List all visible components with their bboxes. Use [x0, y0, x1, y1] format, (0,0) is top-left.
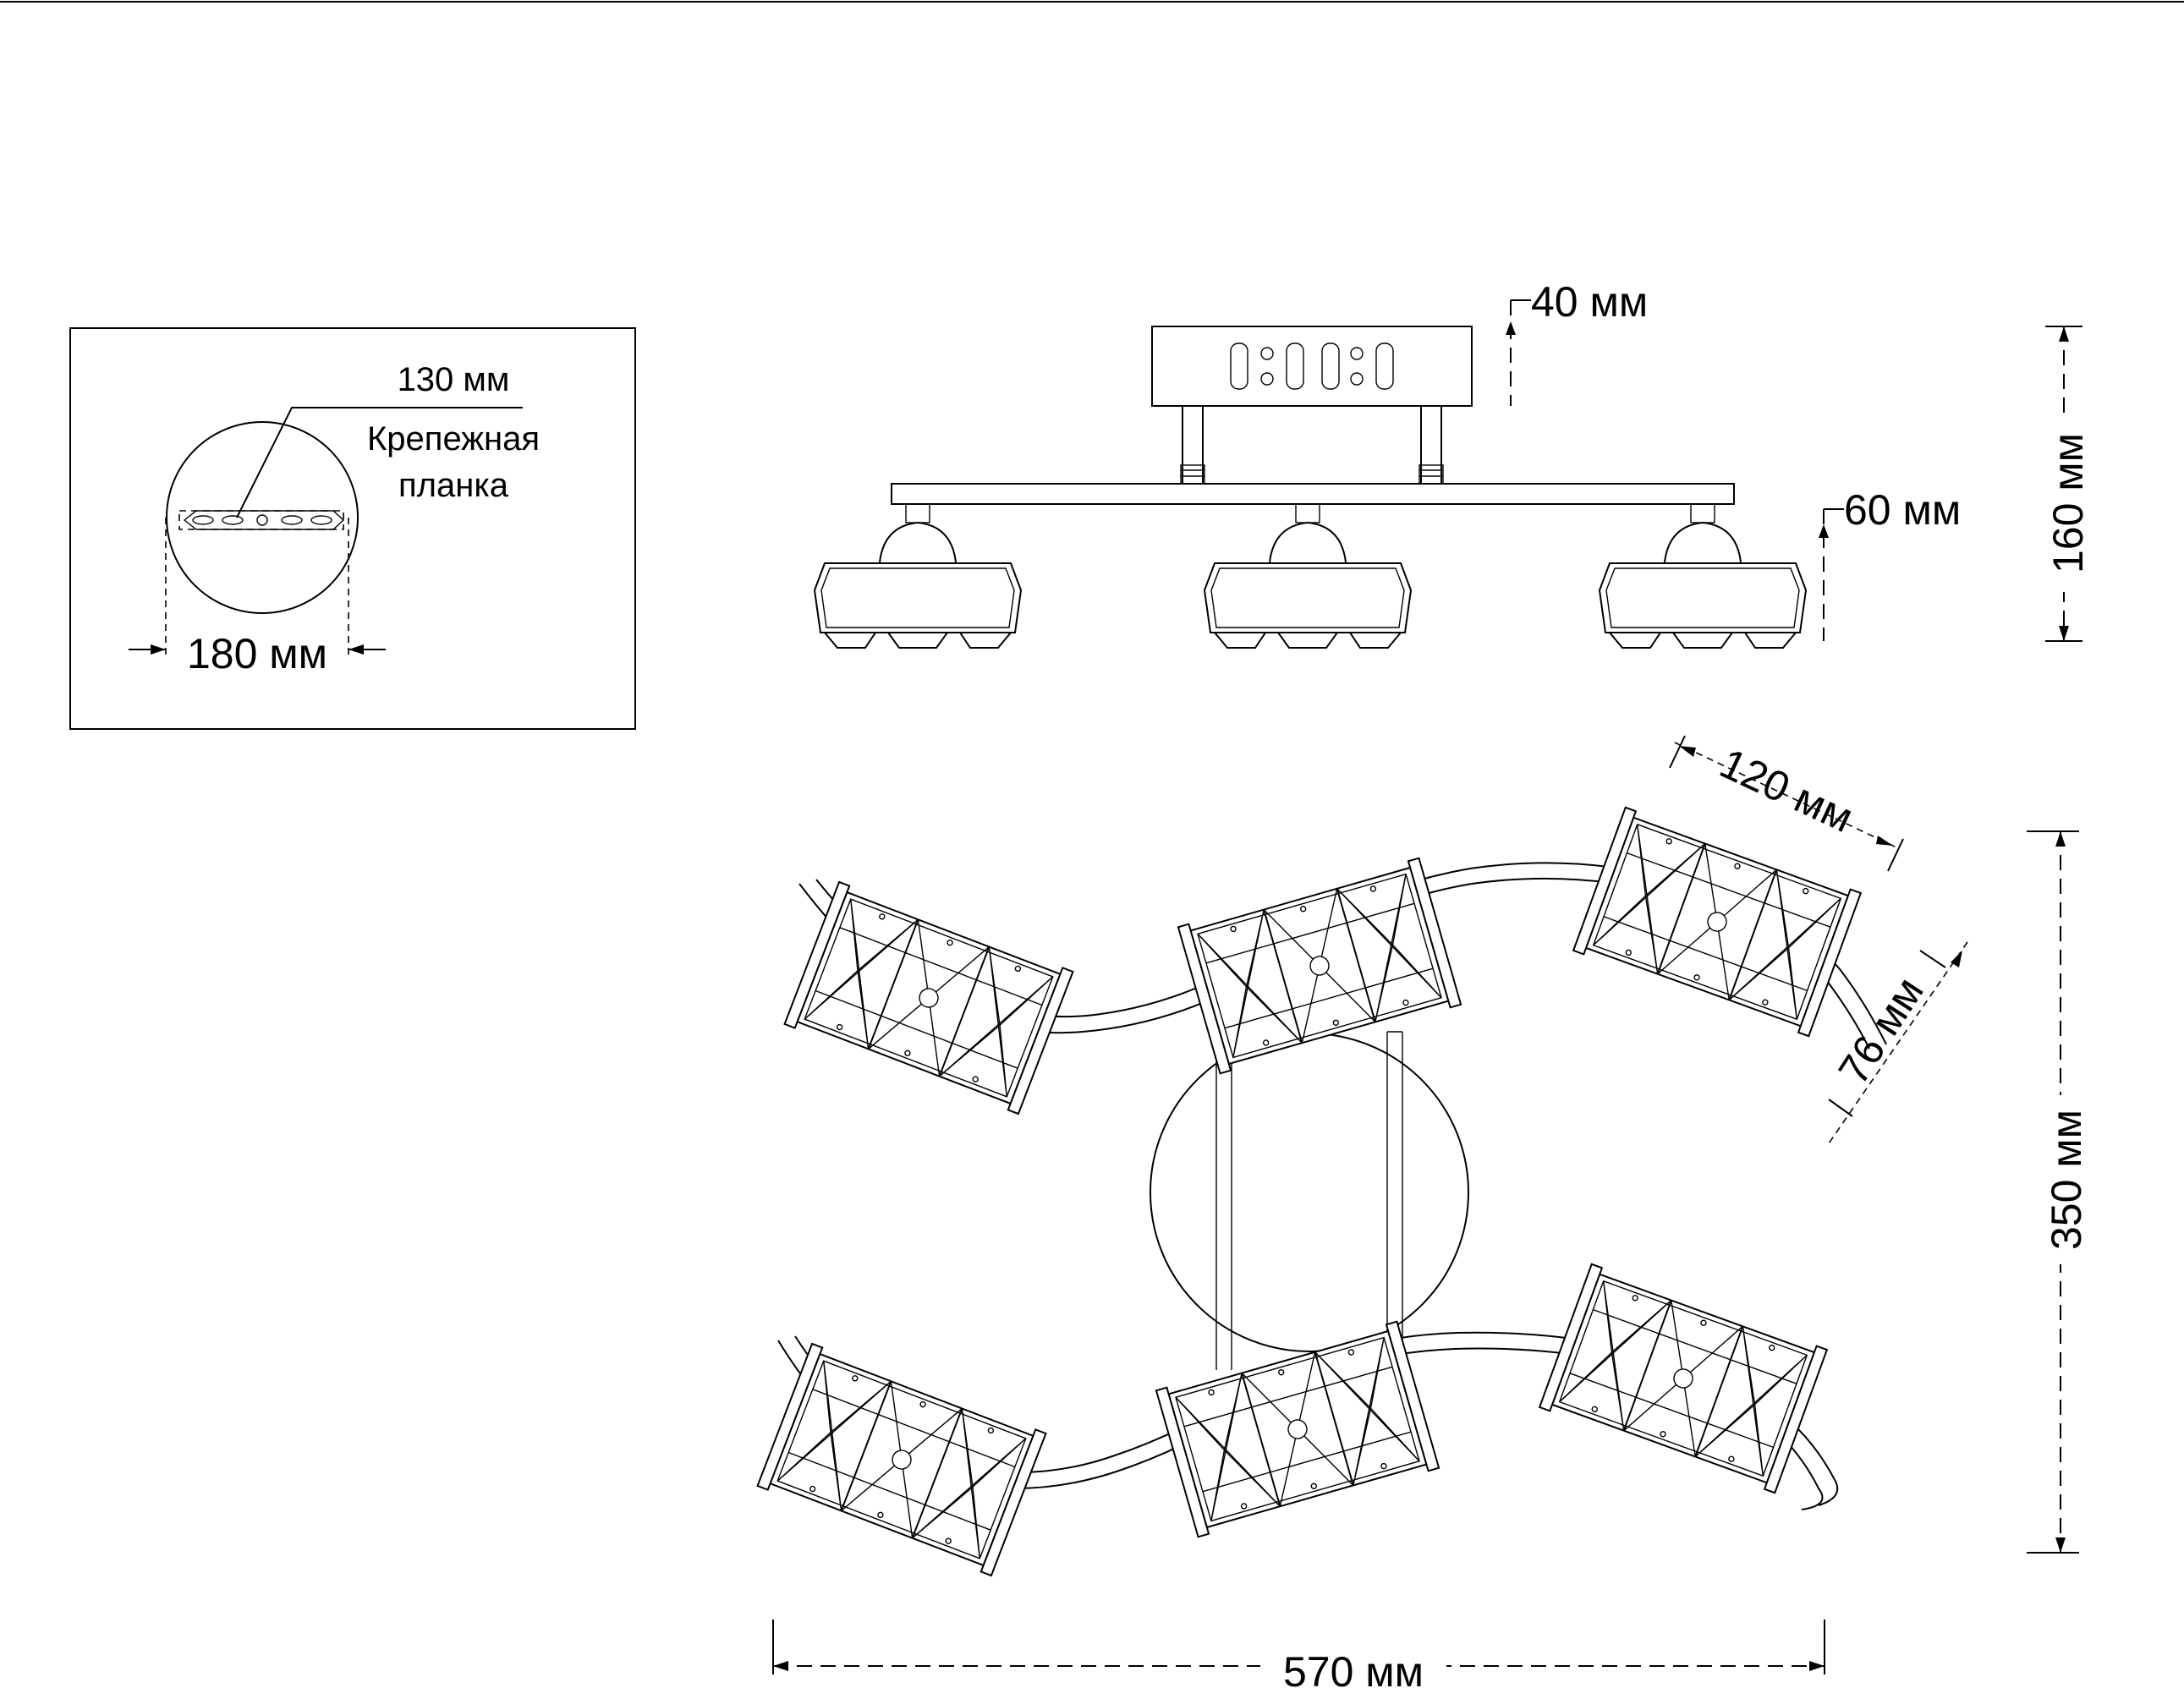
- shade-bottom-left: [756, 1342, 1047, 1577]
- shade-top-center: [1177, 857, 1462, 1075]
- canopy-diameter-label: 180 мм: [187, 630, 327, 677]
- canopy-box: [1151, 326, 1473, 407]
- mounting-detail-panel: 130 мм Крепежная планка 180 мм: [69, 327, 636, 730]
- shade-width-label: 76 мм: [1830, 969, 1933, 1093]
- bracket-leader-line: [236, 407, 523, 518]
- shade-top-right: [1572, 806, 1862, 1038]
- shade-bottom-right: [1539, 1263, 1828, 1494]
- canopy-outline: [166, 421, 359, 614]
- side-view: 40 мм 60 мм 160 мм: [814, 278, 2092, 649]
- mounting-bar: [891, 483, 1735, 505]
- side-lamp-left: [814, 503, 1022, 649]
- mounting-bracket: [178, 510, 345, 530]
- frame-rails: [1215, 1031, 1403, 1370]
- top-canopy-circle: [1150, 1033, 1469, 1352]
- canopy-height-label: 40 мм: [1531, 278, 1648, 326]
- detail-frame: [69, 327, 636, 730]
- canopy-screws: [1230, 343, 1394, 390]
- side-lamp-center: [1204, 503, 1412, 649]
- bracket-length-label: 130 мм: [398, 361, 510, 398]
- total-height-label: 160 мм: [2044, 433, 2092, 573]
- bracket-label-line1: Крепежная: [367, 420, 540, 458]
- top-view: 120 мм 76 мм 350 мм 570 мм: [756, 735, 2090, 1696]
- shade-top-left: [783, 880, 1074, 1115]
- total-width-label: 570 мм: [1283, 1648, 1424, 1696]
- bracket-label-line2: планка: [398, 467, 509, 504]
- side-lamp-right: [1599, 503, 1807, 649]
- shade-length-label: 120 мм: [1713, 739, 1860, 841]
- total-depth-label: 350 мм: [2043, 1110, 2090, 1250]
- shade-height-label: 60 мм: [1844, 486, 1961, 534]
- shade-bottom-center: [1155, 1320, 1440, 1538]
